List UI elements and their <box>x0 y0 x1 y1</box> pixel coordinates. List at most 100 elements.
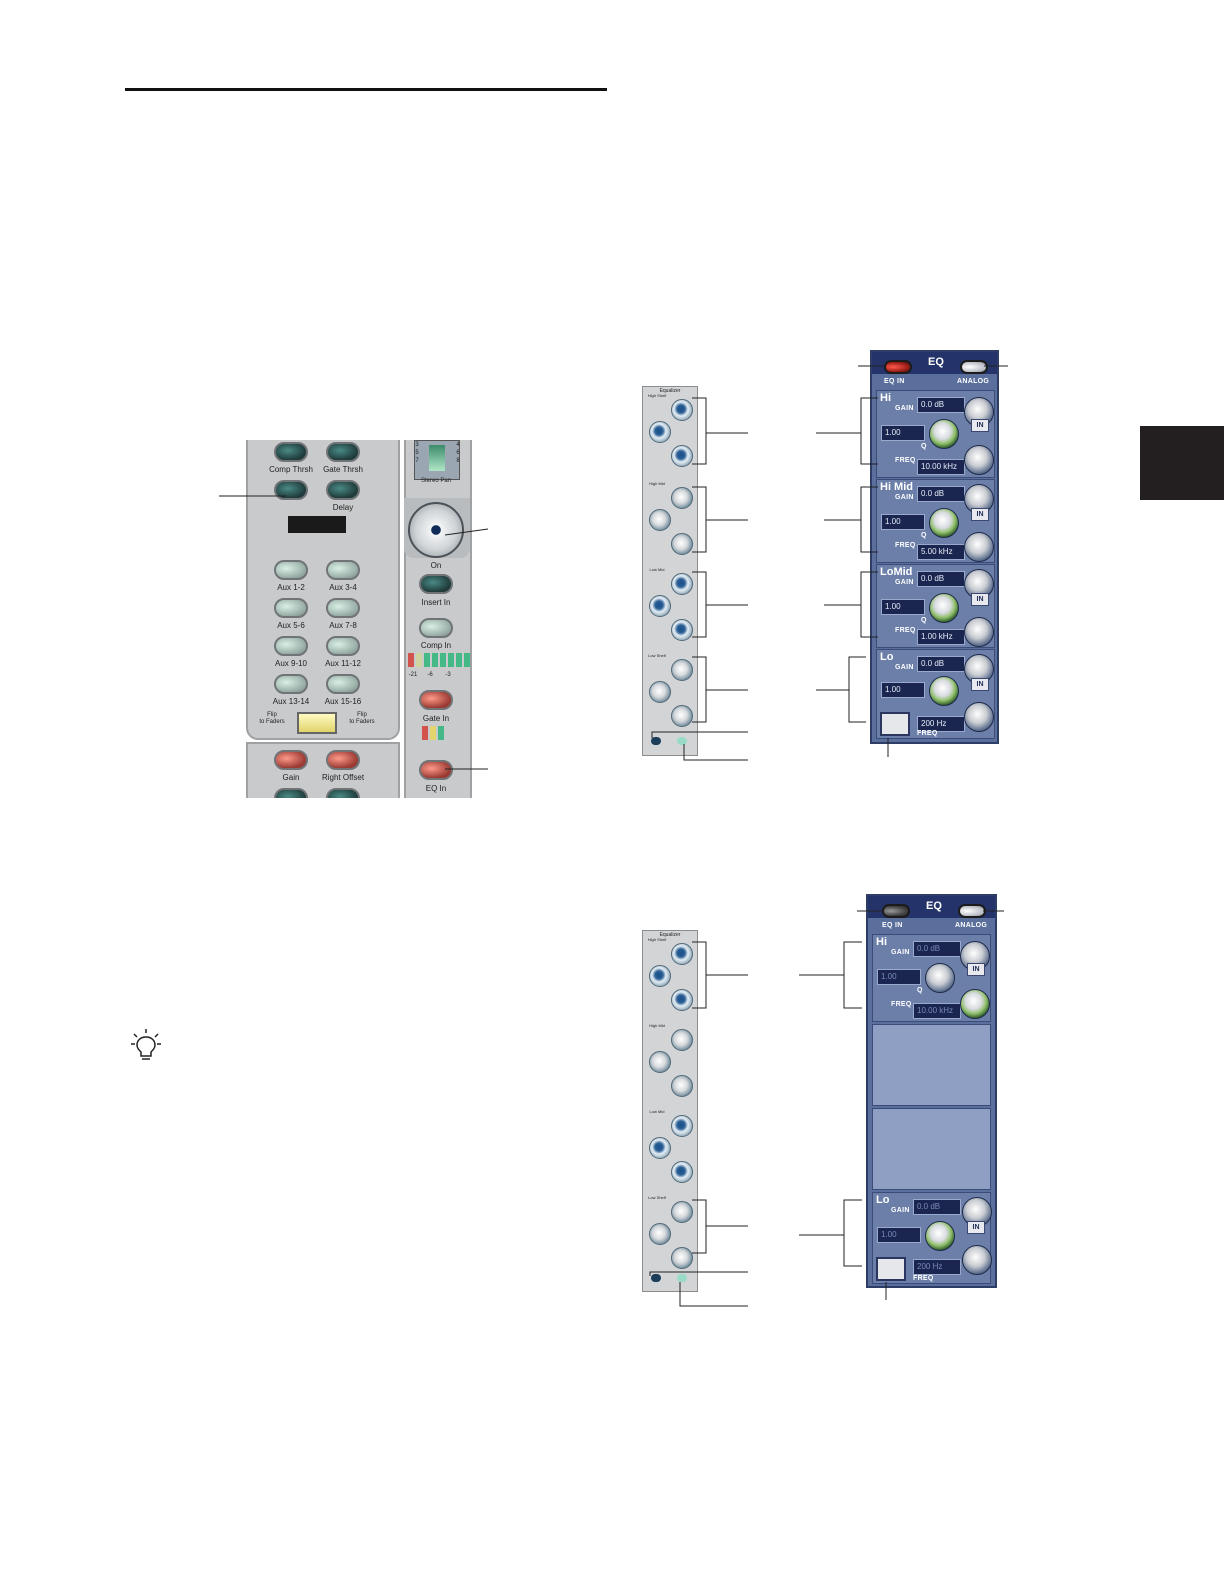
gain-field[interactable]: 0.0 dB <box>917 571 965 587</box>
band-name: Lo <box>880 651 894 663</box>
plugin-gain-knob[interactable] <box>671 399 693 421</box>
plugin-q-knob[interactable] <box>649 1223 671 1245</box>
gain-field[interactable]: 0.0 dB <box>913 941 961 957</box>
insert-in-button[interactable] <box>419 574 453 594</box>
eq-in-button[interactable] <box>419 760 453 780</box>
plugin-gain-knob[interactable] <box>671 943 693 965</box>
aux-11-12-button[interactable] <box>326 636 360 656</box>
flip-to-faders-button[interactable] <box>297 712 337 734</box>
q-field[interactable]: 1.00 <box>881 682 925 698</box>
gate-in-button[interactable] <box>419 690 453 710</box>
plugin-freq-knob[interactable] <box>671 533 693 555</box>
freq-knob[interactable] <box>960 989 990 1019</box>
plugin-q-knob[interactable] <box>649 1051 671 1073</box>
q-field[interactable]: 1.00 <box>881 514 925 530</box>
q-knob[interactable] <box>925 1221 955 1251</box>
gain-knob[interactable] <box>964 654 994 684</box>
plugin-freq-knob[interactable] <box>671 1075 693 1097</box>
plugin-freq-knob[interactable] <box>671 1247 693 1269</box>
plugin-q-knob[interactable] <box>649 965 671 987</box>
plugin-q-knob[interactable] <box>649 1137 671 1159</box>
pan-number: 5 <box>415 450 419 456</box>
q-field[interactable]: 1.00 <box>877 1227 921 1243</box>
freq-field[interactable]: 5.00 kHz <box>917 544 965 560</box>
plugin-gain-knob[interactable] <box>671 1029 693 1051</box>
plugin-freq-knob[interactable] <box>671 445 693 467</box>
aux-3-4-button[interactable] <box>326 560 360 580</box>
freq-knob[interactable] <box>962 1245 992 1275</box>
gate-thrsh-button[interactable] <box>326 442 360 462</box>
plugin-in-switch[interactable] <box>651 737 661 745</box>
q-field[interactable]: 1.00 <box>877 969 921 985</box>
gain-label: GAIN <box>895 405 914 412</box>
band-in-button[interactable]: IN <box>971 419 989 432</box>
lower-left-button[interactable] <box>274 788 308 798</box>
freq-field[interactable]: 10.00 kHz <box>913 1003 961 1019</box>
aux-1-2-button[interactable] <box>274 560 308 580</box>
aux-5-6-button[interactable] <box>274 598 308 618</box>
lower-right-button[interactable] <box>326 788 360 798</box>
freq-field[interactable]: 1.00 kHz <box>917 629 965 645</box>
comp-in-button[interactable] <box>419 618 453 638</box>
plugin-analog-switch[interactable] <box>677 737 687 745</box>
plugin-freq-knob[interactable] <box>671 619 693 641</box>
plugin-analog-switch[interactable] <box>677 1274 687 1282</box>
eq-in-toggle[interactable] <box>884 360 912 374</box>
q-knob[interactable] <box>929 676 959 706</box>
q-knob[interactable] <box>925 963 955 993</box>
delay-button[interactable] <box>326 480 360 500</box>
gain-field[interactable]: 0.0 dB <box>913 1199 961 1215</box>
freq-label: FREQ <box>895 627 916 634</box>
plugin-q-knob[interactable] <box>649 509 671 531</box>
plugin-in-switch[interactable] <box>651 1274 661 1282</box>
gain-button[interactable] <box>274 750 308 770</box>
aux-panel <box>246 440 400 740</box>
aux-15-16-button[interactable] <box>326 674 360 694</box>
plugin-q-knob[interactable] <box>649 681 671 703</box>
plugin-gain-knob[interactable] <box>671 487 693 509</box>
freq-knob[interactable] <box>964 445 994 475</box>
rotary-encoder-knob[interactable] <box>408 502 464 558</box>
freq-knob[interactable] <box>964 532 994 562</box>
q-field[interactable]: 1.00 <box>881 425 925 441</box>
freq-field[interactable]: 200 Hz <box>913 1259 961 1275</box>
plugin-freq-knob[interactable] <box>671 705 693 727</box>
plugin-q-knob[interactable] <box>649 421 671 443</box>
plugin-gain-knob[interactable] <box>671 659 693 681</box>
gain-field[interactable]: 0.0 dB <box>917 397 965 413</box>
band-in-button[interactable]: IN <box>971 678 989 691</box>
freq-field[interactable]: 10.00 kHz <box>917 459 965 475</box>
freq-field[interactable]: 200 Hz <box>917 716 965 732</box>
plugin-gain-knob[interactable] <box>671 573 693 595</box>
aux-13-14-button[interactable] <box>274 674 308 694</box>
analog-toggle[interactable] <box>960 360 988 374</box>
q-knob[interactable] <box>929 419 959 449</box>
analog-toggle[interactable] <box>958 904 986 918</box>
q-knob[interactable] <box>929 593 959 623</box>
delay-left-button[interactable] <box>274 480 308 500</box>
eq-in-toggle[interactable] <box>882 904 910 918</box>
band-in-button[interactable]: IN <box>971 593 989 606</box>
shelf-filter-button[interactable] <box>880 712 910 736</box>
plugin-freq-knob[interactable] <box>671 989 693 1011</box>
gain-field[interactable]: 0.0 dB <box>917 486 965 502</box>
band-in-button[interactable]: IN <box>967 963 985 976</box>
freq-knob[interactable] <box>964 617 994 647</box>
right-offset-button[interactable] <box>326 750 360 770</box>
gain-field[interactable]: 0.0 dB <box>917 656 965 672</box>
plugin-q-knob[interactable] <box>649 595 671 617</box>
aux-7-8-button[interactable] <box>326 598 360 618</box>
plugin-freq-knob[interactable] <box>671 1161 693 1183</box>
band-in-button[interactable]: IN <box>967 1221 985 1234</box>
q-knob[interactable] <box>929 508 959 538</box>
comp-thrsh-button[interactable] <box>274 442 308 462</box>
plugin-gain-knob[interactable] <box>671 1115 693 1137</box>
band-in-button[interactable]: IN <box>971 508 989 521</box>
freq-knob[interactable] <box>964 702 994 732</box>
aux-9-10-button[interactable] <box>274 636 308 656</box>
shelf-filter-button[interactable] <box>876 1257 906 1281</box>
comp-thrsh-label: Comp Thrsh <box>269 465 313 474</box>
q-field[interactable]: 1.00 <box>881 599 925 615</box>
plugin-gain-knob[interactable] <box>671 1201 693 1223</box>
plugin-band-label: Low Mid <box>649 567 665 572</box>
